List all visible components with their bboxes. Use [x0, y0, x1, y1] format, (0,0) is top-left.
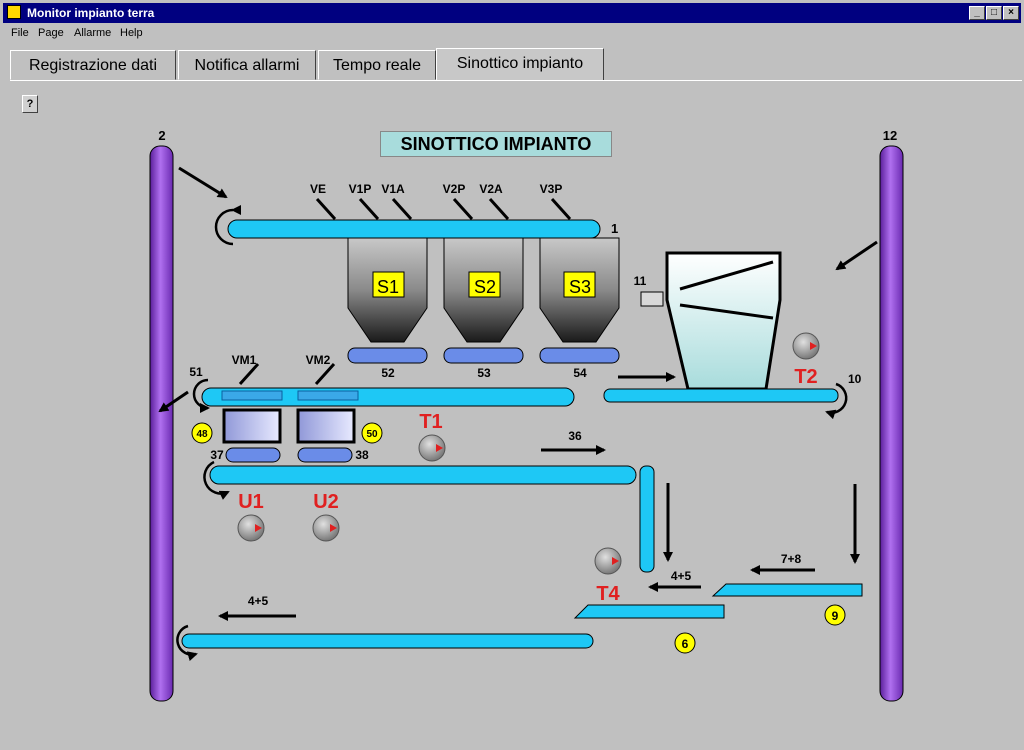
silo-s3-label: S3: [569, 277, 591, 297]
valve-vm1: VM1: [232, 353, 257, 367]
conveyor-36-down: [639, 465, 655, 573]
label-2: 2: [158, 128, 165, 143]
valve-v2p: V2P: [443, 182, 466, 196]
menu-file[interactable]: File: [11, 27, 29, 39]
return-arrow-10: [825, 382, 848, 420]
label-51: 51: [189, 365, 203, 379]
conveyor-9: [711, 583, 863, 597]
menu-bar: File Page Allarme Help: [3, 24, 1021, 43]
arrow-in-mill: [835, 240, 878, 271]
indicator-t1-label: T1: [419, 411, 442, 433]
valve-vm2: VM2: [306, 353, 331, 367]
badge-50: [361, 422, 383, 444]
tab-tempo-reale[interactable]: Tempo reale: [318, 50, 436, 80]
minimize-button[interactable]: _: [969, 6, 985, 20]
label-54: 54: [573, 366, 587, 380]
return-arrow-36: [203, 460, 230, 500]
return-arrow-4-5: [176, 624, 198, 661]
panel-title: SINOTTICO IMPIANTO: [380, 131, 612, 157]
label-38: 38: [355, 448, 369, 462]
window-title: Monitor impianto terra: [27, 6, 155, 20]
indicator-u2-label: U2: [313, 491, 339, 513]
mill-motor-11: [640, 291, 664, 307]
feeder-37: [225, 447, 281, 463]
silo-s2: S2: [443, 237, 524, 343]
indicator-u1[interactable]: [237, 514, 265, 542]
label-36: 36: [568, 429, 582, 443]
badge-48-label: 48: [196, 429, 208, 440]
menu-allarme[interactable]: Allarme: [74, 27, 112, 39]
badge-50-label: 50: [366, 429, 378, 440]
conveyor-4-5: [181, 633, 594, 649]
valve-v3p: V3P: [540, 182, 563, 196]
badge-6-label: 6: [682, 637, 689, 651]
menu-page[interactable]: Page: [38, 27, 64, 39]
mixer-vm1-gate: [221, 390, 283, 401]
label-1: 1: [611, 221, 618, 236]
label-7-8: 7+8: [781, 552, 802, 566]
label-52: 52: [381, 366, 395, 380]
mill: [665, 251, 782, 391]
feeder-53: [443, 347, 524, 364]
app-icon: [7, 5, 21, 19]
elevator-right: [879, 145, 904, 702]
silo-s3: S3: [539, 237, 620, 343]
conveyor-10: [603, 388, 839, 403]
mixer-vm1: [222, 408, 282, 444]
label-11: 11: [634, 274, 647, 288]
valve-lines: [315, 197, 572, 221]
mixer-vm2-gate: [297, 390, 359, 401]
label-53: 53: [477, 366, 491, 380]
indicator-t2[interactable]: [792, 332, 820, 360]
tab-registrazione-dati[interactable]: Registrazione dati: [10, 50, 176, 80]
silo-s1: S1: [347, 237, 428, 343]
tab-divider: [10, 80, 1022, 81]
arrow-to-elevator: [158, 390, 189, 413]
valve-v1p: V1P: [349, 182, 372, 196]
conveyor-36: [209, 465, 637, 485]
menu-help[interactable]: Help: [120, 27, 143, 39]
feeder-52: [347, 347, 428, 364]
indicator-t4[interactable]: [594, 547, 622, 575]
maximize-button[interactable]: □: [986, 6, 1002, 20]
valve-ve: VE: [310, 182, 326, 196]
indicator-t1[interactable]: [418, 434, 446, 462]
arrow-in-top: [178, 166, 228, 199]
badge-48: [191, 422, 213, 444]
label-12: 12: [883, 128, 897, 143]
label-10: 10: [848, 372, 862, 386]
valve-v2a: V2A: [479, 182, 503, 196]
indicator-t2-label: T2: [794, 366, 817, 388]
feeder-38: [297, 447, 353, 463]
conveyor-51: [201, 387, 575, 407]
indicator-u2[interactable]: [312, 514, 340, 542]
label-4-5-bottom: 4+5: [248, 594, 269, 608]
conveyor-1: [227, 219, 601, 239]
badge-9: [824, 604, 846, 626]
valve-v1a: V1A: [381, 182, 405, 196]
mixer-vm2: [296, 408, 356, 444]
indicator-t4-label: T4: [596, 583, 620, 605]
feeder-54: [539, 347, 620, 364]
badge-6: [674, 632, 696, 654]
label-4-5-mid: 4+5: [671, 569, 692, 583]
close-button[interactable]: ×: [1003, 6, 1019, 20]
return-arrow-1: [214, 204, 242, 246]
silo-s2-label: S2: [474, 277, 496, 297]
elevator-left: [149, 145, 174, 702]
label-37: 37: [210, 448, 224, 462]
badge-9-label: 9: [832, 609, 839, 623]
tab-notifica-allarmi[interactable]: Notifica allarmi: [178, 50, 316, 80]
title-bar: Monitor impianto terra _ □ ×: [3, 3, 1021, 23]
help-button[interactable]: ?: [22, 95, 38, 113]
silo-s1-label: S1: [377, 277, 399, 297]
indicator-u1-label: U1: [238, 491, 264, 513]
conveyor-6: [573, 604, 725, 619]
return-arrow-51: [192, 378, 210, 413]
